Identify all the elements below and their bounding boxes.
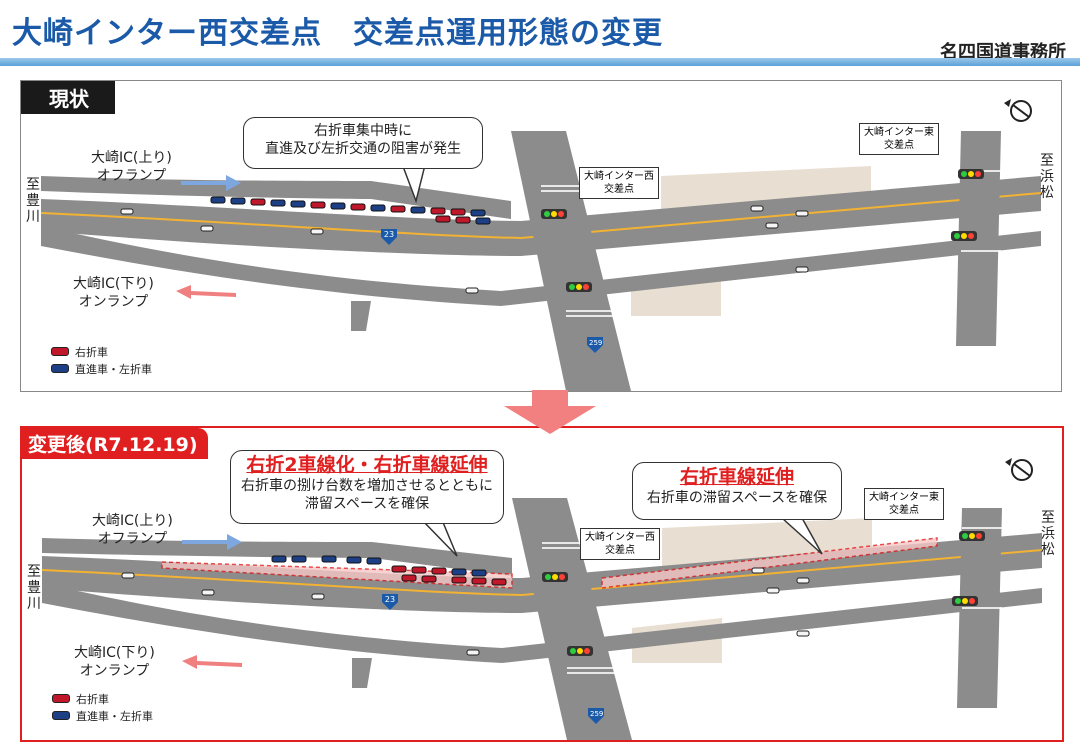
- route-259-text: 259: [589, 339, 603, 347]
- straight-car-icon: [52, 711, 70, 720]
- current-label: 現状: [21, 81, 115, 114]
- current-car-queue: [210, 196, 491, 225]
- east-intersection-label: 大崎インター東交差点: [859, 123, 939, 155]
- route-23-shield: [381, 229, 397, 245]
- offramp-arrow-after: [182, 534, 242, 550]
- right-turn-car-icon: [52, 694, 70, 703]
- current-panel: 現状: [20, 80, 1062, 392]
- north-arrow-icon-after: [1005, 458, 1033, 481]
- header-bar: [0, 58, 1080, 66]
- north-arrow-icon: [1004, 99, 1032, 122]
- route-23-shield-after: [382, 594, 398, 610]
- route-259-text-after: 259: [590, 710, 604, 718]
- header: 大崎インター西交差点 交差点運用形態の変更 名四国道事務所: [0, 0, 1080, 66]
- page-title: 大崎インター西交差点 交差点運用形態の変更: [12, 16, 663, 51]
- current-map: [40, 99, 1042, 391]
- after-callout-two-lane: 右折2車線化・右折車線延伸 右折車の捌け台数を増加させるとともに 滞留スペースを…: [230, 450, 504, 524]
- after-panel: 変更後(R7.12.19): [20, 426, 1064, 742]
- east-intersection-label-after: 大崎インター東交差点: [864, 488, 944, 520]
- up-offramp-label: 大崎IC(上り)オフランプ: [91, 150, 172, 184]
- route-259-shield-after: [588, 708, 604, 724]
- route-23-text-after: 23: [384, 595, 396, 604]
- transition-arrow-icon: [504, 390, 596, 434]
- route-259-shield: [587, 337, 603, 353]
- west-intersection-label-after: 大崎インター西交差点: [580, 528, 660, 560]
- up-offramp-label-after: 大崎IC(上り)オフランプ: [92, 513, 173, 547]
- after-car-queue: [271, 555, 507, 586]
- extended-right-turn-lane-east: [601, 537, 938, 589]
- office-name: 名四国道事務所: [940, 42, 1066, 63]
- after-callout-extension: 右折車線延伸 右折車の滞留スペースを確保: [632, 462, 842, 520]
- route-23-text: 23: [383, 230, 395, 239]
- current-callout: 右折車集中時に 直進及び左折交通の阻害が発生: [243, 117, 483, 169]
- down-onramp-label-after: 大崎IC(下り)オンランプ: [74, 645, 155, 679]
- to-toyokawa-label-after: 至豊川: [27, 564, 41, 612]
- straight-car-icon: [51, 364, 69, 373]
- west-intersection-label: 大崎インター西交差点: [579, 167, 659, 199]
- after-label: 変更後(R7.12.19): [22, 428, 208, 459]
- onramp-arrow: [176, 285, 236, 299]
- onramp-arrow-after: [182, 655, 242, 669]
- offramp-arrow: [181, 175, 241, 191]
- after-legend: 右折車 直進車・左折車: [52, 690, 153, 724]
- to-hamamatsu-label-after: 至浜松: [1041, 510, 1055, 558]
- after-map: [41, 458, 1043, 740]
- current-legend: 右折車 直進車・左折車: [51, 343, 152, 377]
- right-turn-car-icon: [51, 347, 69, 356]
- to-hamamatsu-label: 至浜松: [1040, 153, 1054, 201]
- down-onramp-label: 大崎IC(下り)オンランプ: [73, 276, 154, 310]
- to-toyokawa-label: 至豊川: [26, 177, 40, 225]
- traffic-lights: [541, 169, 984, 292]
